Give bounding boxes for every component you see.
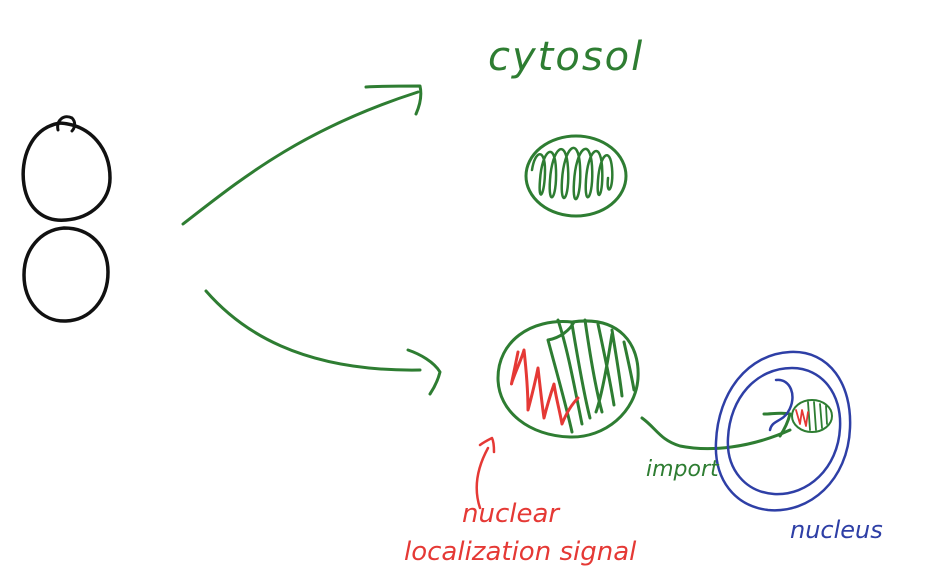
nls-pointer-arrow xyxy=(475,436,496,510)
nls-protein xyxy=(496,318,640,439)
nls-segment xyxy=(510,348,580,426)
import-label: import xyxy=(646,457,720,482)
arrow-to-nls-protein xyxy=(204,289,442,396)
ribosome-large-subunit xyxy=(21,121,112,222)
cytosolic-protein xyxy=(524,134,628,218)
ribosome-top-notch xyxy=(56,115,77,133)
ribosome xyxy=(21,115,112,323)
nls-label-line1: nuclear xyxy=(462,499,561,529)
cytosol-label: cytosol xyxy=(488,34,644,80)
nucleus-label: nucleus xyxy=(790,516,883,544)
arrow-to-cytosol xyxy=(181,84,423,226)
import-arrow xyxy=(640,411,792,451)
ribosome-small-subunit xyxy=(22,226,110,323)
nls-label-line2: localization signal xyxy=(404,537,637,567)
nucleus xyxy=(714,350,852,512)
